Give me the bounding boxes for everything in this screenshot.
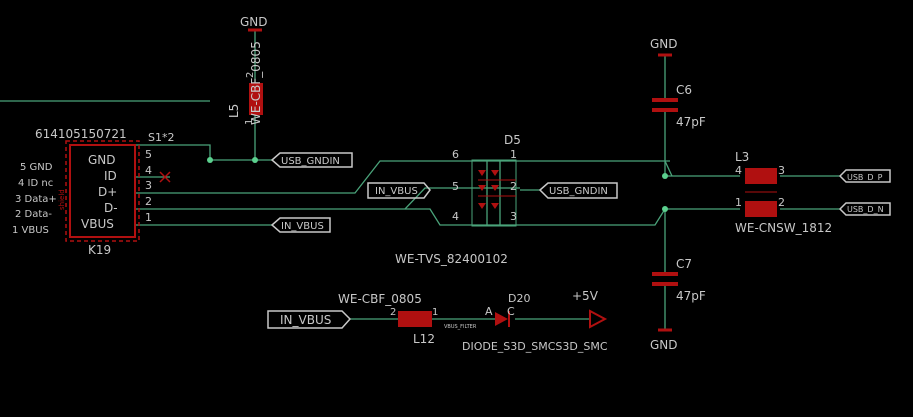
inner-pin: D- [104, 201, 118, 215]
inner-pin: D+ [98, 185, 117, 199]
wires [0, 30, 840, 330]
port-label: USB_D_N [847, 205, 884, 214]
shield-label: shield [58, 189, 66, 210]
port-label: USB_D_P [847, 173, 883, 182]
vbus-filter-net: VBUS_FILTER [444, 324, 477, 330]
pin-number: 4 [145, 164, 152, 177]
wire-junction-upper [664, 160, 673, 177]
junction-dot [207, 157, 213, 163]
tvs-pin: 5 [452, 180, 459, 193]
tvs-ref: D5 [504, 133, 521, 147]
supply-5v: +5V [572, 289, 608, 329]
d20-ref: D20 [508, 292, 530, 305]
cmc-ref: L3 [735, 150, 749, 164]
port-in-vbus-tvs[interactable]: IN_VBUS [367, 182, 431, 199]
cmc-pin: 3 [778, 164, 785, 177]
d20-part-name: DIODE_S3D_SMCS3D_SMC [462, 340, 608, 353]
gnd-label: GND [650, 37, 678, 51]
port-label: IN_VBUS [281, 221, 324, 232]
junction-dot [662, 206, 668, 212]
d20-anode: A [485, 305, 493, 318]
tvs-pin: 6 [452, 148, 459, 161]
l12-pin1: 1 [432, 307, 438, 318]
ferrite-l12[interactable] [398, 311, 432, 327]
capacitor-c7[interactable] [652, 272, 678, 286]
tvs-pin-numbers: 6 1 5 2 4 3 [452, 148, 517, 223]
port-label: USB_GNDIN [281, 156, 340, 167]
c7-value: 47pF [676, 289, 706, 303]
connector-outer-pins: 5 GND 4 ID nc 3 Data+ 2 Data- 1 VBUS [12, 162, 57, 236]
l12-part-name: WE-CBF_0805 [338, 292, 422, 306]
port-in-vbus-left[interactable]: IN_VBUS [270, 217, 331, 233]
supply-label: +5V [572, 289, 599, 303]
tvs-pin: 3 [510, 210, 517, 223]
junctions [207, 157, 668, 212]
tvs-pin: 2 [510, 180, 517, 193]
l5-pin2: 2 [245, 72, 256, 78]
ferrite-l5[interactable] [249, 83, 263, 115]
outer-pin: 1 VBUS [12, 225, 49, 236]
inner-pin: ID [104, 169, 117, 183]
junction-dot [252, 157, 258, 163]
cmc-pins: 4 3 1 2 [735, 164, 785, 209]
gnd-symbol-c7: GND [650, 328, 678, 352]
tvs-pin: 4 [452, 210, 459, 223]
connector-body[interactable] [69, 144, 136, 238]
tvs-pin: 1 [510, 148, 517, 161]
connector-pin-numbers: 5 4 3 2 1 [145, 148, 152, 224]
connector-net-label: S1*2 [148, 131, 174, 144]
tvs-diode-array[interactable] [471, 159, 517, 227]
cmc-pin: 1 [735, 196, 742, 209]
connector-shield [65, 140, 140, 242]
pin-number: 1 [145, 211, 152, 224]
d20-cathode: C [507, 305, 515, 318]
outer-pin: 2 Data- [15, 209, 52, 220]
inner-pin: GND [88, 153, 116, 167]
outer-pin: 4 ID nc [18, 178, 53, 189]
wire-dplus-pin3 [135, 160, 670, 194]
port-usb-gndin-lower[interactable]: USB_GNDIN [538, 182, 618, 199]
connector-part-number: 614105150721 [35, 127, 127, 141]
c6-value: 47pF [676, 115, 706, 129]
l5-pin1: 1 [244, 119, 255, 125]
gnd-label: GND [650, 338, 678, 352]
wire-tvs-pin4 [405, 208, 740, 226]
no-connect-mark [159, 171, 171, 183]
capacitor-c6[interactable] [652, 98, 678, 112]
cmc-pin: 4 [735, 164, 742, 177]
junction-dot [662, 173, 668, 179]
tvs-outline [471, 159, 517, 227]
cmc-pin: 2 [778, 196, 785, 209]
gnd-symbol-c6: GND [650, 37, 678, 57]
port-label: USB_GNDIN [549, 186, 608, 197]
pin-number: 3 [145, 179, 152, 192]
port-usb-dn[interactable]: USB_D_N [838, 202, 891, 216]
connector-ref: K19 [88, 243, 111, 257]
l5-ref: L5 [227, 104, 241, 118]
port-usb-dp[interactable]: USB_D_P [838, 169, 891, 183]
outer-pin: 5 GND [20, 162, 53, 173]
pin-number: 5 [145, 148, 152, 161]
outer-pin: 3 Data+ [15, 194, 57, 205]
pin-number: 2 [145, 195, 152, 208]
c6-ref: C6 [676, 83, 692, 97]
inner-pin: VBUS [81, 217, 114, 231]
connector-inner-pins: GND ID D+ D- VBUS [81, 153, 118, 231]
wire-gnd-pin5 [135, 144, 272, 161]
cmc-part-name: WE-CNSW_1812 [735, 221, 832, 235]
l5-part-name: WE-CBF_0805 [249, 41, 263, 125]
common-mode-choke[interactable] [745, 168, 777, 217]
c7-ref: C7 [676, 257, 692, 271]
port-in-vbus-bottom[interactable]: IN_VBUS [267, 310, 352, 329]
port-usb-gndin-upper[interactable]: USB_GNDIN [270, 152, 353, 168]
diode-d20[interactable] [495, 311, 510, 327]
gnd-label: GND [240, 15, 268, 29]
gnd-symbol-top: GND [240, 15, 268, 32]
port-label: IN_VBUS [375, 186, 418, 197]
l12-pin2: 2 [390, 307, 396, 318]
port-label: IN_VBUS [280, 313, 331, 327]
tvs-part-name: WE-TVS_82400102 [395, 252, 508, 266]
l12-ref: L12 [413, 332, 435, 346]
